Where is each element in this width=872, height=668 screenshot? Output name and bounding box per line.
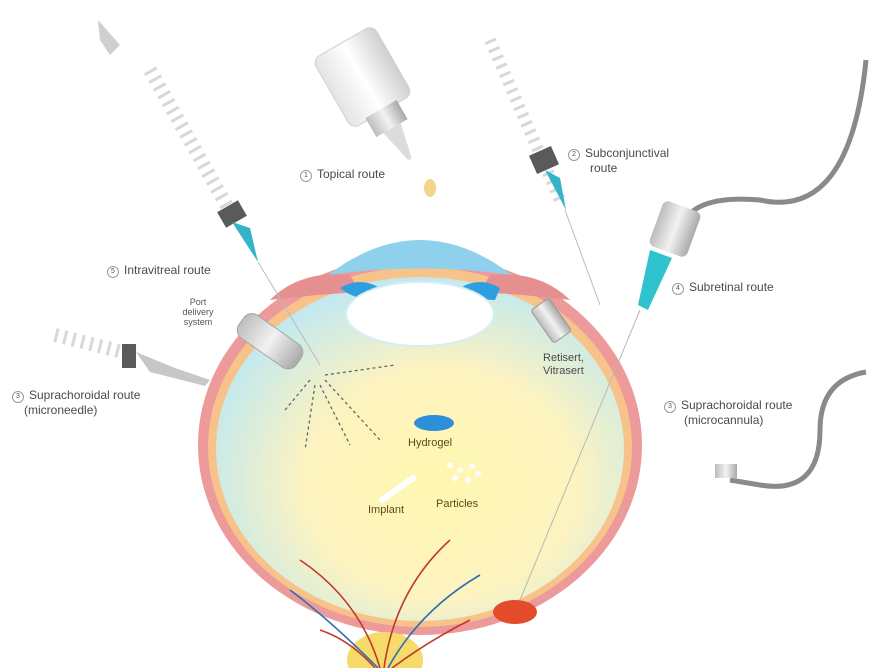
implant-site: [493, 600, 537, 624]
route-number-badge: 4: [672, 283, 684, 295]
route-number-badge: 3: [664, 401, 676, 413]
hydrogel-icon: [414, 415, 454, 431]
implant-label: Implant: [368, 504, 404, 516]
route-number-badge: 5: [107, 266, 119, 278]
route-number-badge: 1: [300, 170, 312, 182]
particles-label: Particles: [436, 498, 478, 510]
route-number-badge: 3: [12, 391, 24, 403]
microneedle-syringe-icon: [55, 335, 210, 386]
port-delivery-label: Port delivery system: [170, 297, 226, 327]
microcannula-icon: [715, 372, 866, 486]
route-number-badge: 2: [568, 149, 580, 161]
eye-drop-bottle-icon: [312, 25, 440, 177]
eye-drop-icon: [424, 179, 436, 197]
retisert-label: Retisert, Vitrasert: [543, 352, 584, 378]
hydrogel-label: Hydrogel: [408, 437, 452, 449]
